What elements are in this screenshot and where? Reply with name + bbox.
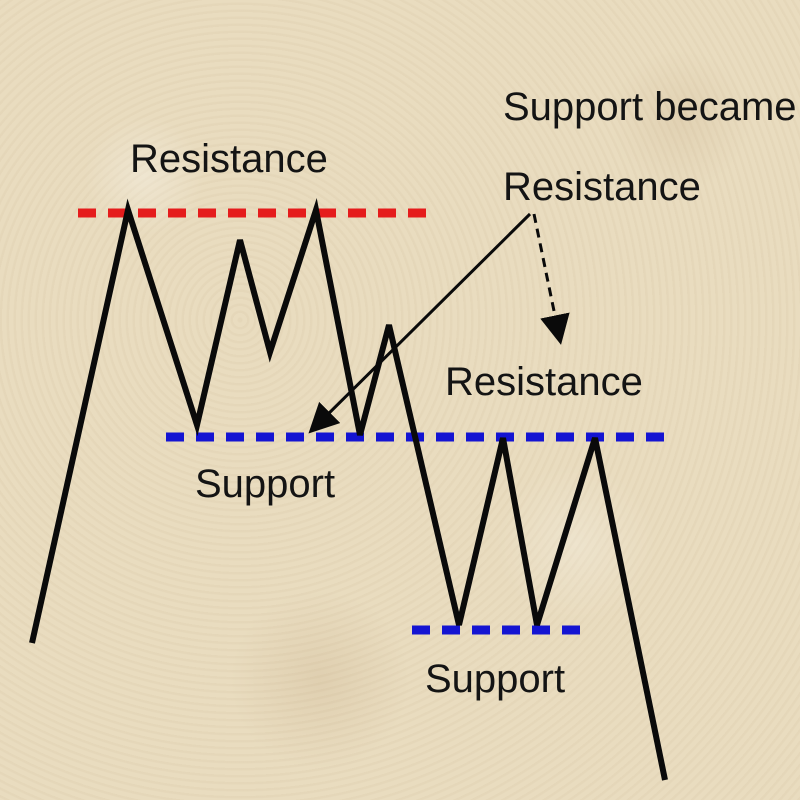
label-support-bottom: Support: [425, 657, 565, 701]
price-path: [29, 198, 668, 781]
label-support-became-line1: Support became: [503, 85, 797, 129]
arrow-to-resistance: [532, 213, 570, 345]
label-support-became-line2: Resistance: [503, 165, 701, 209]
arrow-to-support: [308, 212, 532, 434]
label-resistance-top: Resistance: [130, 137, 328, 181]
label-support-mid: Support: [195, 462, 335, 506]
label-resistance-mid: Resistance: [445, 360, 643, 404]
